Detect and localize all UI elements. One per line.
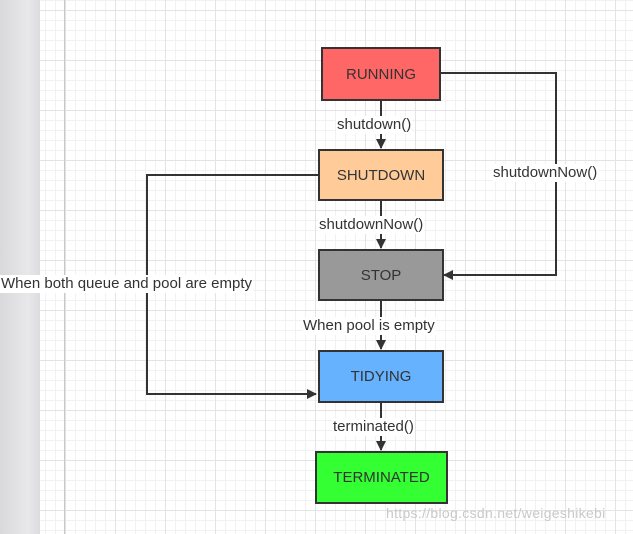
edge-label-when-pool-empty: When pool is empty	[302, 317, 436, 335]
state-shutdown-label: SHUTDOWN	[336, 166, 426, 184]
state-stop[interactable]: STOP	[318, 249, 444, 301]
watermark-text: https://blog.csdn.net/weigeshikebi	[386, 505, 606, 521]
edge-label-shutdownnow-center: shutdownNow()	[318, 216, 425, 234]
left-panel-edge	[0, 0, 40, 534]
state-tidying-label: TIDYING	[350, 368, 412, 385]
state-running[interactable]: RUNNING	[321, 47, 441, 101]
edge-label-queue-and-pool-empty: When both queue and pool are empty	[0, 275, 254, 293]
state-stop-label: STOP	[360, 266, 402, 284]
canvas-border	[64, 0, 65, 534]
edge-label-shutdown: shutdown()	[336, 116, 413, 134]
edge-label-shutdownnow-right: shutdownNow()	[492, 164, 599, 182]
state-terminated-label: TERMINATED	[333, 469, 430, 486]
state-running-label: RUNNING	[346, 65, 416, 83]
edge-label-terminated: terminated()	[332, 418, 415, 436]
state-tidying[interactable]: TIDYING	[318, 350, 444, 403]
state-terminated[interactable]: TERMINATED	[315, 451, 448, 504]
state-shutdown[interactable]: SHUTDOWN	[318, 149, 444, 201]
